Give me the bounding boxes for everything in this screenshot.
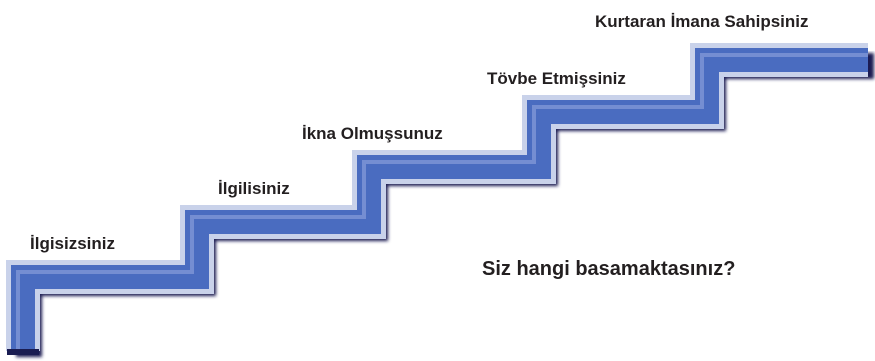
step-label-saving-faith: Kurtaran İmana Sahipsiniz — [595, 12, 809, 31]
step-label-uninterested: İlgisizsiniz — [30, 234, 116, 253]
question-text: Siz hangi basamaktasınız? — [482, 258, 736, 280]
staircase-halo — [6, 43, 868, 351]
staircase-ribbon — [11, 48, 868, 351]
staircase-highlight — [16, 53, 868, 351]
staircase-bottom-cap — [7, 349, 39, 355]
step-label-interested: İlgilisiniz — [218, 179, 290, 198]
step-label-convinced: İkna Olmuşsunuz — [302, 124, 443, 143]
step-label-repented: Tövbe Etmişsiniz — [487, 69, 626, 88]
staircase-shadow — [16, 53, 874, 357]
